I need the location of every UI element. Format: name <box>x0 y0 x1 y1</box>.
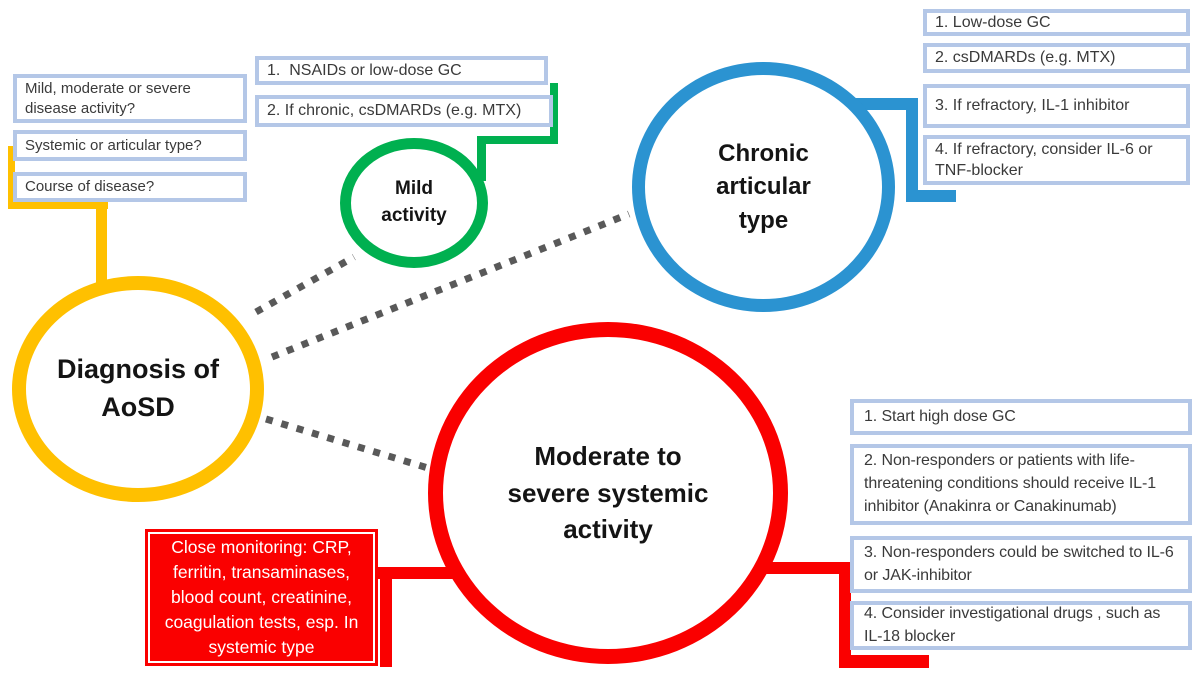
systemic-connector-segment-horizontal-1 <box>763 562 851 574</box>
treatment-text: 1. Start high dose GC <box>864 407 1016 425</box>
treatment-text: 2. csDMARDs (e.g. MTX) <box>935 49 1116 67</box>
mild-treatment-box-1: 1. NSAIDs or low-dose GC <box>255 56 548 85</box>
chronic-treatment-box-4: 4. If refractory, consider IL-6 or TNF-b… <box>923 135 1190 185</box>
monitoring-line: systemic type <box>208 637 315 658</box>
dotted-line-diagnosis-to-mild <box>254 253 356 316</box>
treatment-text: 3. Non-responders could be switched to I… <box>864 543 1179 584</box>
question-box-type: Systemic or articular type? <box>13 130 247 161</box>
monitoring-connector-segment-horizontal <box>374 567 456 579</box>
question-text: Course of disease? <box>25 178 155 196</box>
treatment-text: 4. Consider investigational drugs , such… <box>864 604 1165 645</box>
systemic-activity-circle: Moderate to severe systemic activity <box>428 322 788 664</box>
treatment-text: 4. If refractory, consider IL-6 or TNF-b… <box>935 140 1157 179</box>
treatment-text: 3. If refractory, IL-1 inhibitor <box>935 97 1130 115</box>
mild-treatment-box-2: 2. If chronic, csDMARDs (e.g. MTX) <box>255 95 553 127</box>
treatment-text: 1. Low-dose GC <box>935 13 1051 31</box>
monitoring-line: Close monitoring: CRP, <box>171 536 352 557</box>
systemic-activity-circle-label: Moderate to severe systemic activity <box>507 441 709 545</box>
mild-activity-circle: Mild activity <box>340 138 488 268</box>
chronic-treatment-box-3: 3. If refractory, IL-1 inhibitor <box>923 84 1190 128</box>
treatment-text: 1. NSAIDs or low-dose GC <box>267 61 462 79</box>
dotted-line-diagnosis-to-chronic <box>270 210 631 361</box>
chronic-articular-circle-label: Chronic articular type <box>716 139 811 234</box>
diagnosis-connector-segment-vertical-2 <box>96 200 107 285</box>
mild-connector-segment-vertical-2 <box>477 136 486 181</box>
diagnosis-circle-label: Diagnosis of AoSD <box>56 354 219 422</box>
diagnosis-connector-segment-horizontal <box>8 200 108 209</box>
monitoring-line: ferritin, transaminases, <box>172 561 350 582</box>
treatment-text: 2. If chronic, csDMARDs (e.g. MTX) <box>267 102 522 120</box>
diagnosis-connector-segment-vertical-1 <box>8 146 15 208</box>
chronic-treatment-box-2: 2. csDMARDs (e.g. MTX) <box>923 43 1190 73</box>
treatment-text: 2. Non-responders or patients with life-… <box>864 452 1161 515</box>
systemic-connector-segment-vertical <box>839 562 851 668</box>
close-monitoring-box: Close monitoring: CRP, ferritin, transam… <box>145 529 378 666</box>
monitoring-line: blood count, creatinine, <box>171 586 352 607</box>
question-box-disease-activity: Mild, moderate or severe disease activit… <box>13 74 247 123</box>
systemic-treatment-box-1: 1. Start high dose GC <box>850 399 1192 435</box>
chronic-connector-segment-vertical <box>906 98 918 202</box>
mild-connector-segment-vertical-1 <box>550 83 558 144</box>
monitoring-line: coagulation tests, esp. In <box>164 612 359 633</box>
question-box-course: Course of disease? <box>13 172 247 202</box>
chronic-connector-segment-horizontal-2 <box>906 190 956 202</box>
mild-connector-segment-horizontal <box>477 136 558 144</box>
monitoring-connector-segment-vertical <box>380 567 392 667</box>
diagnosis-circle: Diagnosis of AoSD <box>12 276 264 502</box>
chronic-treatment-box-1: 1. Low-dose GC <box>923 9 1190 36</box>
systemic-treatment-box-3: 3. Non-responders could be switched to I… <box>850 536 1192 593</box>
question-text: Systemic or articular type? <box>25 136 202 154</box>
chronic-articular-circle: Chronic articular type <box>632 62 895 312</box>
systemic-connector-segment-horizontal-2 <box>839 655 929 668</box>
question-text: Mild, moderate or severe disease activit… <box>25 79 196 117</box>
close-monitoring-text: Close monitoring: CRP, ferritin, transam… <box>148 532 375 663</box>
systemic-treatment-box-4: 4. Consider investigational drugs , such… <box>850 601 1192 650</box>
chronic-connector-segment-horizontal-1 <box>850 98 918 110</box>
dotted-line-diagnosis-to-systemic <box>264 415 430 472</box>
mild-activity-circle-label: Mild activity <box>381 178 447 226</box>
systemic-treatment-box-2: 2. Non-responders or patients with life-… <box>850 444 1192 525</box>
